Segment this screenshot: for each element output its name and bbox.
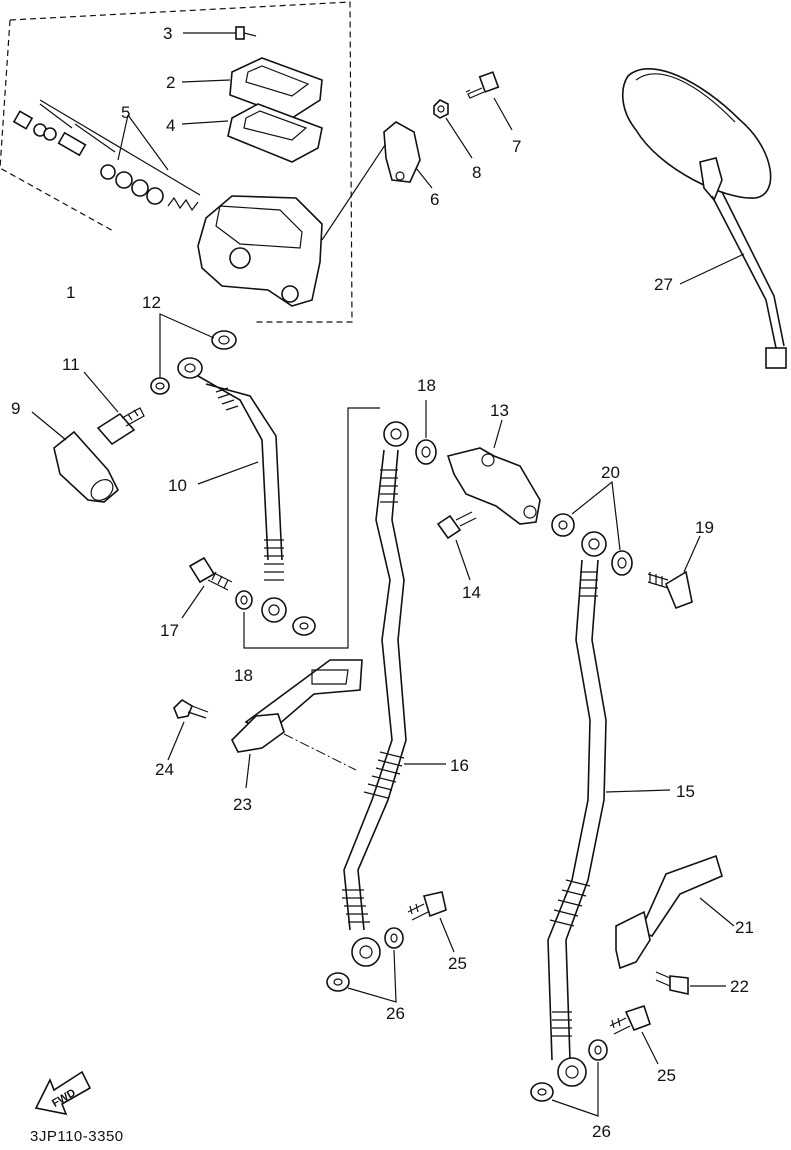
callout-10: 10 <box>168 476 187 495</box>
diaphragm-4 <box>181 103 323 163</box>
callout-25-right: 25 <box>657 1066 676 1085</box>
callout-27: 27 <box>654 275 673 294</box>
boot-9 <box>31 411 119 503</box>
bolt-14 <box>436 511 477 581</box>
callout-8: 8 <box>472 163 481 182</box>
callout-18-lower: 18 <box>234 666 253 685</box>
hose-holder-23 <box>231 659 363 789</box>
reservoir-cap-2 <box>181 57 323 119</box>
master-cylinder-assembly-outline <box>0 1 353 323</box>
hose-holder-21 <box>615 854 735 970</box>
clamp-6 <box>383 121 433 189</box>
brake-hose-10 <box>177 357 287 623</box>
callout-13: 13 <box>490 401 509 420</box>
callout-17: 17 <box>160 621 179 640</box>
callout-16: 16 <box>450 756 469 775</box>
callout-22: 22 <box>730 977 749 996</box>
callout-20: 20 <box>601 463 620 482</box>
washer-18-upper <box>415 400 437 465</box>
callout-7: 7 <box>512 137 521 156</box>
callout-25-left: 25 <box>448 954 467 973</box>
callout-26-right: 26 <box>592 1122 611 1141</box>
callout-26-left: 26 <box>386 1004 405 1023</box>
callout-6: 6 <box>430 190 439 209</box>
three-way-joint-13 <box>446 419 541 525</box>
callout-14: 14 <box>462 583 481 602</box>
union-bolt-19 <box>647 535 701 610</box>
master-cylinder-body-1 <box>197 144 386 307</box>
callout-3: 3 <box>163 24 172 43</box>
union-bolt-25-left <box>407 891 455 953</box>
callout-4: 4 <box>166 116 175 135</box>
bolt-22 <box>655 971 726 995</box>
washers-18-lower <box>235 407 380 649</box>
callout-21: 21 <box>735 918 754 937</box>
fwd-arrow-icon: FWD <box>34 1070 92 1116</box>
union-bolt-17 <box>181 556 233 619</box>
callout-11: 11 <box>62 355 80 374</box>
washers-26-left <box>326 927 404 1003</box>
callout-9: 9 <box>11 399 20 418</box>
union-bolt-25-right <box>609 1004 659 1065</box>
callout-1: 1 <box>66 283 75 302</box>
brake-hose-16 <box>342 421 446 967</box>
bolt-24 <box>167 698 209 761</box>
screw-3 <box>183 26 257 40</box>
callout-12: 12 <box>142 293 161 312</box>
washer-12 <box>150 313 237 395</box>
callout-2: 2 <box>166 73 175 92</box>
mirror-27 <box>621 68 787 369</box>
brake-hose-15 <box>547 531 671 1087</box>
washers-26-right <box>530 1039 608 1117</box>
callout-19: 19 <box>695 518 714 537</box>
callout-23: 23 <box>233 795 252 814</box>
callout-24: 24 <box>155 760 174 779</box>
callout-18-upper: 18 <box>417 376 436 395</box>
bolt-7 <box>465 71 513 131</box>
washers-20 <box>551 480 633 576</box>
piston-kit-5 <box>12 99 201 212</box>
callout-15: 15 <box>676 782 695 801</box>
diagram-code: 3JP110-3350 <box>30 1128 124 1145</box>
nut-8 <box>433 99 473 159</box>
callout-5: 5 <box>121 103 130 122</box>
union-bolt-11 <box>83 371 145 446</box>
